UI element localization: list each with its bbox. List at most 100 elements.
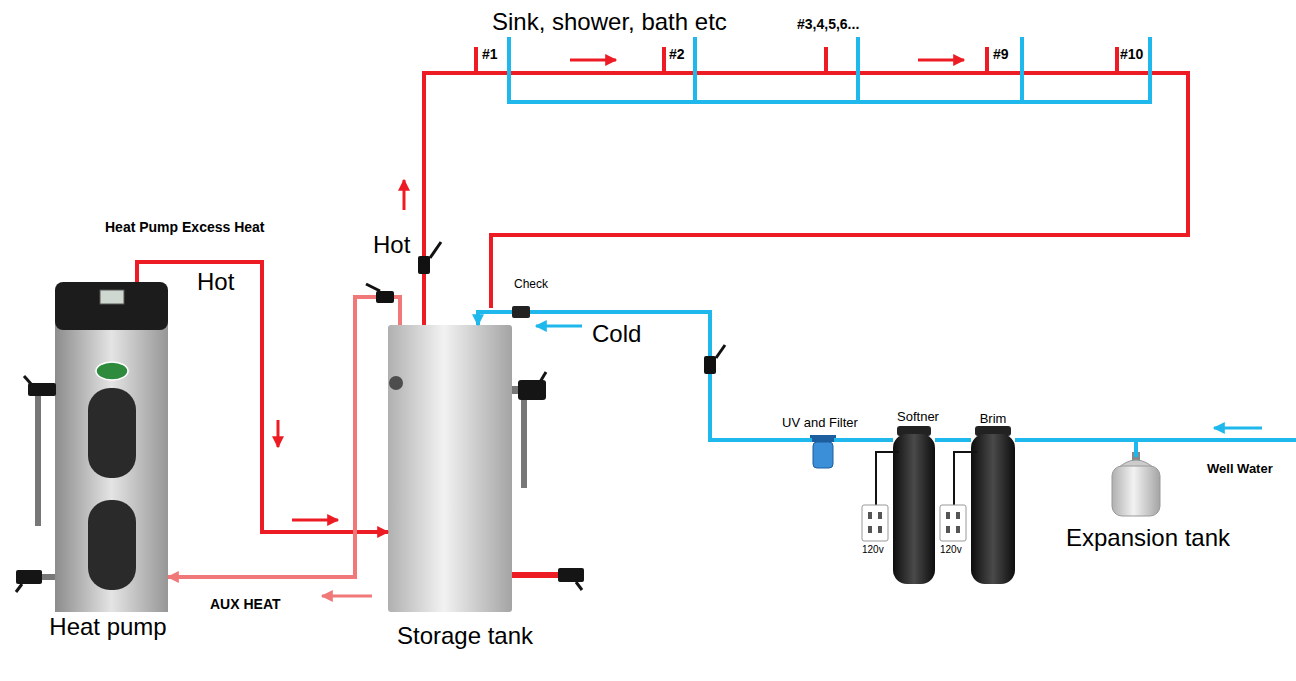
component-label: Softner <box>897 410 939 425</box>
softener-tank <box>893 434 935 584</box>
flow-arrow <box>403 180 406 210</box>
hot-riser <box>1115 47 1119 73</box>
outlet-slot <box>868 512 872 519</box>
water-softener: Softner <box>893 426 935 584</box>
relief-valve <box>28 383 56 396</box>
fixture-number: #9 <box>993 46 1009 62</box>
heat-pump-unit <box>16 282 168 612</box>
valve-handle <box>716 345 725 358</box>
fixture-number: #3,4,5,6... <box>797 16 859 32</box>
power-outlet <box>862 505 888 541</box>
drain-valve <box>16 570 42 584</box>
uv-filter: UV and Filter <box>812 434 834 470</box>
drain-valve <box>558 568 584 582</box>
uv-filter-cartridge <box>813 442 833 468</box>
pipe-label: Cold <box>592 320 641 348</box>
expansion-body <box>1112 466 1160 516</box>
power-cable <box>876 452 899 505</box>
flow-arrow <box>292 519 338 522</box>
outlet-slot <box>956 526 960 533</box>
brand-logo <box>96 362 128 380</box>
valve-handle <box>24 376 32 385</box>
pipe-label: AUX HEAT <box>210 596 281 612</box>
ball-valve <box>366 284 394 303</box>
outlet-slot <box>946 512 950 519</box>
relief-pipe <box>35 396 41 526</box>
pipe-label: Heat Pump Excess Heat <box>105 219 265 235</box>
pipe-label: Hot <box>197 268 234 296</box>
flow-arrow <box>918 59 964 62</box>
fixture-number: #10 <box>1120 46 1143 62</box>
voltage-label: 120v <box>940 544 962 556</box>
expansion-tank: Expansion tank <box>1112 457 1160 517</box>
valve-handle <box>366 284 380 291</box>
valve-body <box>418 256 430 274</box>
heat-pump-cap <box>55 282 168 330</box>
storage-tank-unit <box>388 325 584 612</box>
drain-pipe <box>40 574 55 580</box>
valve-handle <box>576 582 582 590</box>
water-treatment <box>810 426 1015 584</box>
power-outlet <box>940 505 966 541</box>
component-label: UV and Filter <box>782 416 858 431</box>
relief-pipe <box>521 400 527 488</box>
valve-body <box>704 356 716 374</box>
hot-loop-pipe <box>424 73 1188 325</box>
flow-arrow <box>570 59 616 62</box>
tank-port <box>389 376 403 390</box>
flow-arrow <box>536 325 582 328</box>
component-label: Heat pump <box>49 613 166 641</box>
heat-pump-panel <box>88 388 136 478</box>
component-label: Expansion tank <box>1066 524 1230 552</box>
brim-tank <box>971 434 1015 584</box>
valve-handle <box>540 372 546 382</box>
hot-supply-pipe <box>424 47 1188 325</box>
cold-riser <box>856 37 860 102</box>
voltage-label: 120v <box>862 544 884 556</box>
heat-pump-display <box>100 290 124 304</box>
drain-pipe <box>512 572 560 578</box>
valve-handle <box>16 584 22 592</box>
pipe-label: Hot <box>373 231 410 259</box>
power-cable <box>954 452 977 505</box>
valve-body <box>376 291 394 303</box>
heat-pump-panel <box>88 500 136 590</box>
hot-riser <box>474 47 478 73</box>
valve-handle <box>430 242 441 258</box>
heat-pump-body <box>55 322 168 612</box>
pipe-connector <box>137 262 388 532</box>
valve-label: Check <box>514 278 548 292</box>
outlet-slot <box>878 526 882 533</box>
outlet-slot <box>956 512 960 519</box>
uv-filter-cap <box>810 435 836 442</box>
well-water-pipe <box>1136 438 1296 442</box>
valve-body <box>512 306 530 318</box>
relief-valve <box>518 380 546 400</box>
pipe-connector <box>478 312 812 440</box>
fixture-number: #2 <box>669 46 685 62</box>
pipe-connector <box>1015 440 1136 457</box>
pipe-connector <box>168 297 400 577</box>
outlet-slot <box>946 526 950 533</box>
heading-label: Sink, shower, bath etc <box>492 8 727 36</box>
component-label: Brim <box>980 412 1007 427</box>
outlet-slot <box>878 512 882 519</box>
heat-pump: Heat pump <box>55 282 168 612</box>
cold-loop-pipe <box>509 37 1150 102</box>
cold-riser <box>693 37 697 102</box>
outlet-slot <box>868 526 872 533</box>
pipe-connector <box>834 438 893 442</box>
fixture-number: #1 <box>482 46 498 62</box>
hot-riser <box>824 47 828 73</box>
expansion-tank-unit <box>1112 452 1160 516</box>
hot-riser <box>985 47 989 73</box>
flow-arrow <box>1214 427 1262 430</box>
cold-distribution-pipe <box>509 37 1296 440</box>
storage-tank-body <box>388 325 512 612</box>
component-label: Storage tank <box>397 622 533 650</box>
ball-valve <box>704 345 725 374</box>
flow-arrow <box>277 420 280 447</box>
